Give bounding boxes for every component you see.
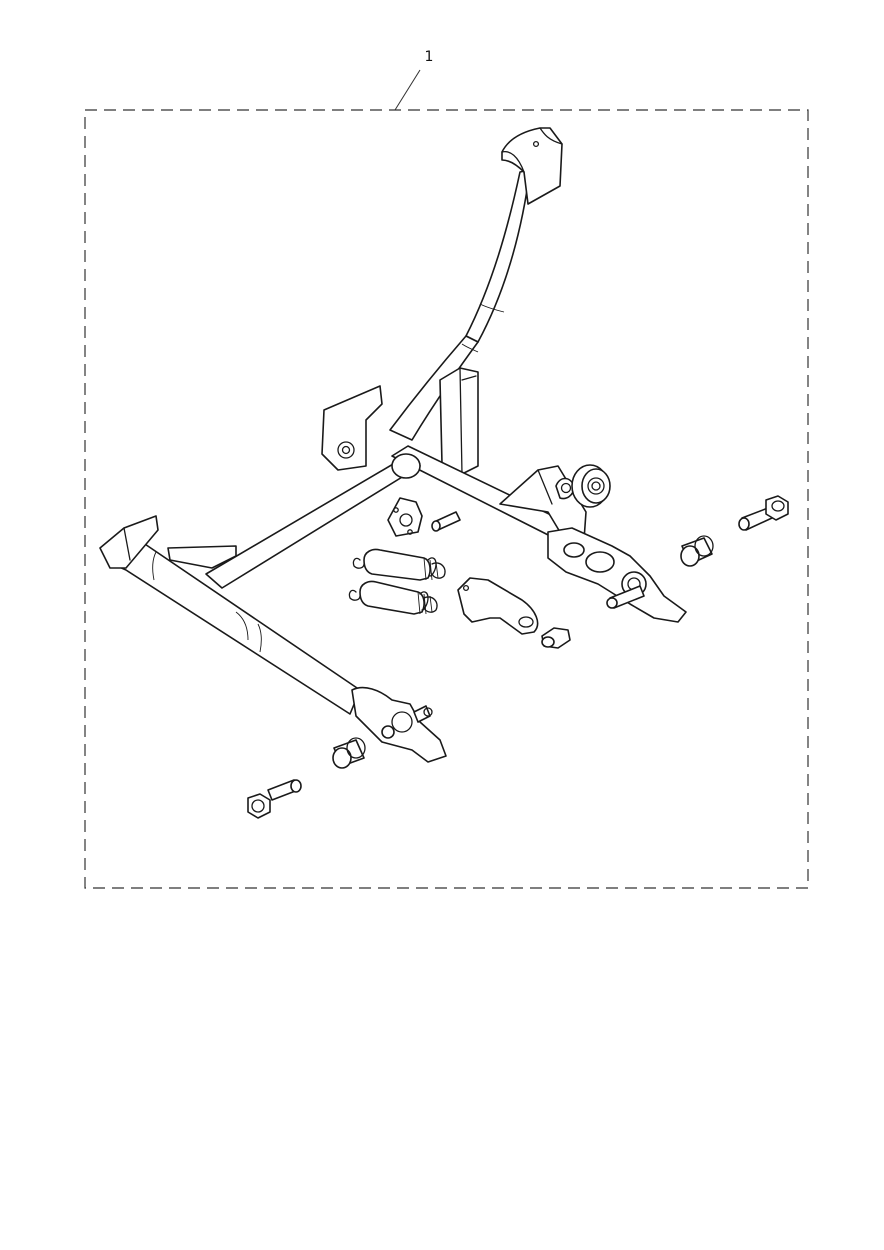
rubber-stop (571, 464, 611, 508)
spring-lower (348, 580, 438, 615)
nut-small (541, 627, 571, 649)
small-pin (431, 511, 461, 532)
spring-bracket (457, 577, 539, 635)
bolt-right (738, 495, 789, 531)
callout-number-1: 1 (425, 49, 434, 65)
bolt-left (247, 779, 302, 819)
center-stand-frame (99, 127, 687, 763)
spacer-right (680, 535, 714, 567)
spring-upper (352, 548, 446, 581)
callout-leader-1 (394, 69, 421, 111)
spacer-left (332, 737, 366, 769)
kit-boundary (84, 109, 809, 889)
mounting-plate-small (387, 497, 423, 537)
